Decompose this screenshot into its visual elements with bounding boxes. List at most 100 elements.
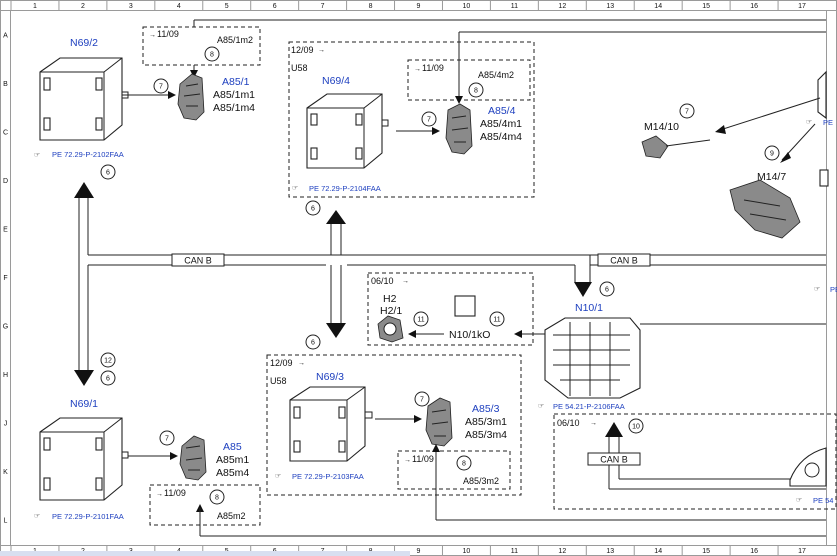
svg-text:A85/4m2: A85/4m2 bbox=[478, 70, 514, 80]
grid-row-label: H bbox=[3, 372, 8, 379]
a85-1-lock: → 11/09 A85/1m2 8 7 A85/1 A85/1m1 A85/1m… bbox=[122, 19, 826, 121]
grid-column-label: 16 bbox=[750, 3, 758, 10]
svg-text:6: 6 bbox=[311, 206, 315, 213]
n10-1-module: N10/1 6 ☞ PE 54.21-P-2106FAA bbox=[538, 281, 826, 411]
grid-column-label: 13 bbox=[606, 548, 614, 555]
grid-column-label: 11 bbox=[511, 3, 518, 10]
grid-column-label: 4 bbox=[177, 3, 181, 10]
svg-text:8: 8 bbox=[462, 461, 466, 468]
svg-text:PE 54.21-P-2106FAA: PE 54.21-P-2106FAA bbox=[553, 402, 625, 411]
bottom-right-box: 06/10 → 10 CAN B ☞ PE 54 bbox=[553, 413, 837, 510]
a85-lock: 7 A85 A85m1 A85m4 → 11/09 8 A85m2 bbox=[128, 430, 826, 537]
svg-text:CAN B: CAN B bbox=[184, 256, 212, 266]
grid-column-label: 2 bbox=[81, 3, 85, 10]
svg-text:8: 8 bbox=[215, 495, 219, 502]
grid-row-label: L bbox=[4, 518, 8, 525]
svg-text:A85/1m1: A85/1m1 bbox=[213, 89, 255, 101]
svg-text:11: 11 bbox=[417, 317, 424, 324]
can-b-label-right: CAN B bbox=[597, 253, 651, 267]
svg-text:11/09: 11/09 bbox=[164, 488, 186, 498]
svg-text:A85/3m4: A85/3m4 bbox=[465, 429, 507, 441]
svg-text:6: 6 bbox=[605, 287, 609, 294]
right-components: ☞ PE 7 M14/10 9 M14/7 ☞ PE bbox=[641, 70, 837, 294]
grid-column-label: 13 bbox=[606, 3, 614, 10]
grid-row-label: G bbox=[3, 324, 8, 331]
svg-text:PE 72.29-P-2101FAA: PE 72.29-P-2101FAA bbox=[52, 512, 124, 521]
n69-4-module: 12/09 → U58 N69/4 ☞ PE 72.29-P-2104FAA 6 bbox=[288, 41, 535, 216]
h2-box: 06/10 → H2 H2/1 11 N10/1kO 11 bbox=[367, 272, 545, 346]
svg-text:PE 72.29-P-2103FAA: PE 72.29-P-2103FAA bbox=[292, 472, 364, 481]
svg-text:H2: H2 bbox=[383, 293, 397, 305]
svg-text:N69/1: N69/1 bbox=[70, 398, 98, 410]
n69-2-label: N69/2 bbox=[70, 37, 98, 49]
svg-text:A85/3m1: A85/3m1 bbox=[465, 416, 507, 428]
svg-text:A85/4: A85/4 bbox=[488, 105, 516, 117]
svg-text:12/09: 12/09 bbox=[270, 358, 293, 368]
svg-text:A85/3m2: A85/3m2 bbox=[463, 476, 499, 486]
grid-column-label: 9 bbox=[417, 548, 421, 555]
svg-text:N10/1kO: N10/1kO bbox=[449, 329, 490, 341]
svg-text:A85/3: A85/3 bbox=[472, 403, 500, 415]
svg-text:10: 10 bbox=[632, 424, 640, 431]
pointer-icon: ☞ bbox=[796, 497, 802, 504]
svg-text:A85/1: A85/1 bbox=[222, 76, 250, 88]
grid-column-label: 5 bbox=[225, 3, 229, 10]
svg-text:N10/1: N10/1 bbox=[575, 302, 603, 314]
svg-text:A85/4m1: A85/4m1 bbox=[480, 118, 522, 130]
svg-text:→: → bbox=[298, 360, 305, 367]
svg-text:A85m4: A85m4 bbox=[216, 467, 249, 479]
svg-text:11: 11 bbox=[493, 317, 500, 324]
svg-text:→: → bbox=[404, 457, 411, 464]
svg-text:6: 6 bbox=[106, 170, 110, 177]
svg-text:7: 7 bbox=[420, 397, 424, 404]
pointer-icon: ☞ bbox=[34, 513, 40, 520]
svg-text:PE 54: PE 54 bbox=[813, 496, 833, 505]
can-b-label-left: CAN B bbox=[171, 253, 225, 267]
grid-column-label: 17 bbox=[798, 3, 806, 10]
svg-text:8: 8 bbox=[210, 52, 214, 59]
svg-text:N69/3: N69/3 bbox=[316, 371, 344, 383]
grid-column-label: 17 bbox=[798, 548, 806, 555]
svg-text:H2/1: H2/1 bbox=[380, 305, 402, 317]
svg-text:PE: PE bbox=[823, 118, 833, 127]
svg-text:→: → bbox=[590, 420, 597, 427]
svg-text:M14/7: M14/7 bbox=[757, 171, 786, 183]
grid-column-label: 3 bbox=[129, 3, 133, 10]
grid-row-label: A bbox=[3, 32, 8, 39]
pointer-icon: ☞ bbox=[34, 152, 40, 159]
svg-text:7: 7 bbox=[159, 84, 163, 91]
grid-column-label: 7 bbox=[321, 3, 325, 10]
svg-text:CAN B: CAN B bbox=[600, 455, 628, 465]
pointer-icon: ☞ bbox=[292, 185, 298, 192]
svg-text:11/09: 11/09 bbox=[412, 454, 434, 464]
svg-text:→: → bbox=[402, 278, 409, 285]
svg-text:12/09: 12/09 bbox=[291, 45, 314, 55]
grid-row-label: D bbox=[3, 178, 8, 185]
n69-2-module: N69/2 PE 72.29-P-2102FAA ☞ 6 bbox=[34, 37, 129, 180]
n69-2-ref: PE 72.29-P-2102FAA bbox=[52, 150, 124, 159]
svg-text:A85: A85 bbox=[223, 441, 242, 453]
svg-text:A85m2: A85m2 bbox=[217, 511, 246, 521]
svg-text:6: 6 bbox=[311, 340, 315, 347]
pointer-icon: ☞ bbox=[806, 119, 812, 126]
svg-text:U58: U58 bbox=[270, 376, 287, 386]
grid-column-label: 10 bbox=[463, 3, 471, 10]
pointer-icon: ☞ bbox=[814, 286, 820, 293]
svg-text:→: → bbox=[414, 66, 421, 73]
grid-column-label: 14 bbox=[654, 3, 662, 10]
svg-text:06/10: 06/10 bbox=[557, 418, 580, 428]
svg-text:8: 8 bbox=[474, 88, 478, 95]
a85-3-lock: 7 A85/3 A85/3m1 A85/3m4 → 11/09 8 A85/3m… bbox=[397, 391, 826, 521]
grid-column-label: 15 bbox=[702, 548, 710, 555]
svg-text:PE: PE bbox=[830, 285, 837, 294]
svg-text:7: 7 bbox=[165, 436, 169, 443]
grid-column-label: 12 bbox=[558, 3, 566, 10]
grid-column-label: 15 bbox=[702, 3, 710, 10]
bus-arrows bbox=[74, 182, 623, 437]
a85-1-box-arrow: → bbox=[149, 32, 156, 39]
svg-text:6: 6 bbox=[106, 376, 110, 383]
grid-column-label: 12 bbox=[558, 548, 566, 555]
grid-row-label: F bbox=[3, 275, 7, 282]
